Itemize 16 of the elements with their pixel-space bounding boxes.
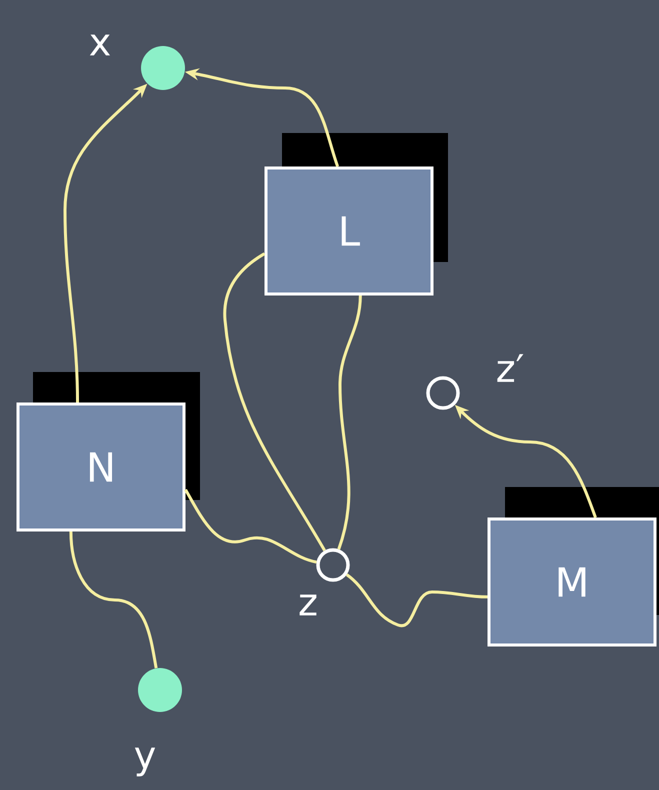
node-label: y: [134, 748, 156, 776]
hollow-circle: [426, 376, 460, 410]
process-box: N: [16, 372, 200, 532]
connector: [337, 295, 362, 550]
hollow-circle: [316, 548, 350, 582]
connector: [184, 488, 317, 564]
process-box: M: [488, 487, 659, 646]
connector: [346, 573, 488, 628]
connector: [223, 252, 326, 552]
node-label: z: [300, 594, 316, 616]
filled-dot: [141, 46, 185, 90]
connector: [69, 531, 158, 668]
filled-dot: [138, 668, 182, 712]
process-box: L: [264, 133, 448, 296]
node-label: z′: [497, 354, 524, 382]
node-label: x: [90, 34, 110, 56]
